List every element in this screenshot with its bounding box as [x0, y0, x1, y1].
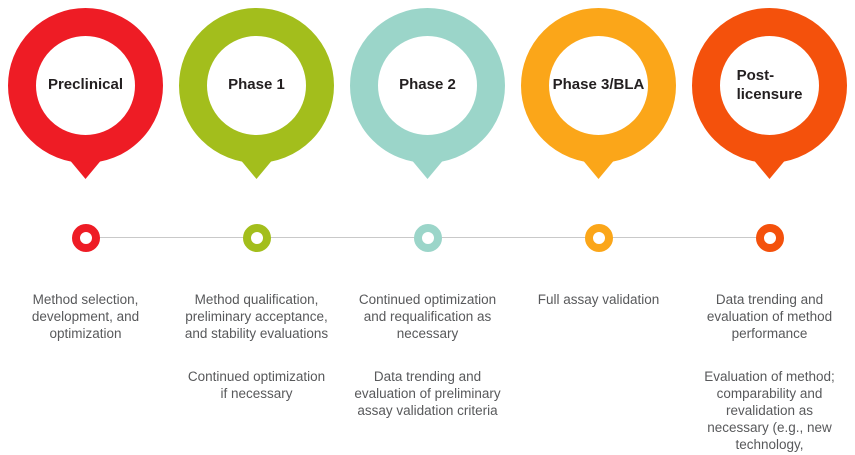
- description-paragraph: Evaluation of method; comparability and …: [704, 369, 835, 455]
- timeline-marker-cell-postlicensure: [684, 224, 855, 252]
- description-paragraph: Data trending and evaluation of prelimin…: [354, 369, 501, 418]
- phase-pin-phase3bla: Phase 3/BLA: [521, 8, 676, 180]
- phase-pin-cell-phase1: Phase 1: [171, 8, 342, 180]
- phase-label-preclinical: Preclinical: [47, 76, 124, 94]
- description-paragraph: Data trending and evaluation of method p…: [706, 292, 833, 341]
- description-paragraph: Method qualification, preliminary accept…: [184, 292, 329, 341]
- phase-description-postlicensure: Data trending and evaluation of method p…: [684, 274, 855, 455]
- pin-ring-icon: [692, 8, 847, 179]
- phase-label-phase3bla: Phase 3/BLA: [552, 76, 645, 94]
- pin-ring-icon: [8, 8, 163, 179]
- timeline: [0, 224, 855, 252]
- phase-pins-row: Preclinical Phase 1 Phase 2: [0, 0, 855, 180]
- timeline-marker-ring-icon: [413, 224, 442, 252]
- phase-label-postlicensure: Post- licensure: [736, 66, 803, 103]
- phase-description-phase2: Continued optimization and requalificati…: [342, 274, 513, 455]
- timeline-marker-ring-icon: [755, 224, 784, 252]
- pin-ring-icon: [179, 8, 334, 179]
- timeline-marker-ring-icon: [71, 224, 100, 252]
- phase-pin-cell-preclinical: Preclinical: [0, 8, 171, 180]
- phase-pin-preclinical: Preclinical: [8, 8, 163, 180]
- timeline-marker-ring-icon: [242, 224, 271, 252]
- phase-pin-cell-phase3bla: Phase 3/BLA: [513, 8, 684, 180]
- phase-descriptions-row: Method selection, development, and optim…: [0, 274, 855, 455]
- phase-pin-phase2: Phase 2: [350, 8, 505, 180]
- phase-pin-cell-postlicensure: Post- licensure: [684, 8, 855, 180]
- pin-ring-icon: [521, 8, 676, 179]
- phase-pin-cell-phase2: Phase 2: [342, 8, 513, 180]
- phase-description-phase1: Method qualification, preliminary accept…: [171, 274, 342, 455]
- timeline-marker-ring-icon: [584, 224, 613, 252]
- description-paragraph: Continued optimization and requalificati…: [358, 292, 497, 341]
- phase-label-phase2: Phase 2: [399, 76, 456, 94]
- phase-description-preclinical: Method selection, development, and optim…: [0, 274, 171, 455]
- phase-description-phase3bla: Full assay validation: [513, 274, 684, 455]
- timeline-marker-cell-phase1: [171, 224, 342, 252]
- phase-pin-postlicensure: Post- licensure: [692, 8, 847, 180]
- timeline-marker-cell-preclinical: [0, 224, 171, 252]
- phase-label-phase1: Phase 1: [228, 76, 285, 94]
- description-paragraph: Full assay validation: [537, 292, 660, 307]
- timeline-marker-cell-phase2: [342, 224, 513, 252]
- timeline-marker-cell-phase3bla: [513, 224, 684, 252]
- phase-pin-phase1: Phase 1: [179, 8, 334, 180]
- description-paragraph: Method selection, development, and optim…: [31, 292, 140, 341]
- description-paragraph: Continued optimization if necessary: [187, 369, 326, 401]
- pin-ring-icon: [350, 8, 505, 179]
